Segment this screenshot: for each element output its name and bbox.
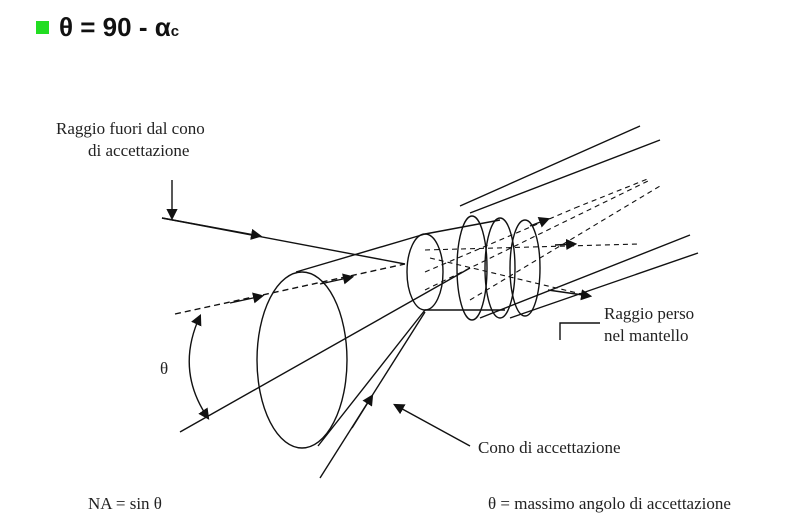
label-lost-line2: nel mantello bbox=[604, 326, 689, 345]
theta-angle-arc bbox=[188, 313, 210, 420]
cone-lower-edge bbox=[317, 309, 426, 447]
cladding-ring-outer bbox=[456, 215, 488, 321]
lost-label-pointer bbox=[559, 322, 600, 340]
label-ray-outside: Raggio fuori dal cono di accettazione bbox=[56, 118, 205, 162]
internal-ray-3 bbox=[424, 243, 641, 251]
label-lost-ray: Raggio perso nel mantello bbox=[604, 303, 694, 347]
cladding-ring-inner bbox=[509, 219, 541, 317]
bullet-icon bbox=[36, 21, 49, 34]
internal-ray-4 bbox=[424, 179, 651, 291]
accepted-ray-upper bbox=[174, 263, 406, 315]
internal-ray-2 bbox=[574, 177, 651, 209]
fiber-top-line bbox=[459, 125, 641, 207]
label-ray-outside-line1: Raggio fuori dal cono bbox=[56, 119, 205, 138]
acceptance-cone-base bbox=[256, 271, 348, 449]
cladding-ring-mid bbox=[484, 217, 516, 319]
internal-arrow-2 bbox=[554, 238, 578, 251]
core-top-line bbox=[424, 219, 501, 235]
label-theta: θ bbox=[160, 359, 169, 378]
fiber-axis bbox=[179, 267, 471, 433]
lost-ray-arrow bbox=[547, 289, 593, 301]
label-ray-outside-line2: di accettazione bbox=[88, 141, 190, 160]
cone-label-pointer bbox=[393, 403, 471, 447]
fiber-bottom-inner-line bbox=[509, 252, 699, 319]
accepted-ray-upper-arrow2 bbox=[319, 273, 355, 285]
internal-arrow-1 bbox=[529, 217, 551, 228]
accepted-ray-upper-arrow bbox=[229, 292, 265, 304]
formula-subscript: c bbox=[170, 23, 180, 40]
fiber-top-inner-line bbox=[469, 139, 661, 214]
ray-outside-arrow bbox=[161, 217, 263, 240]
internal-ray-5 bbox=[469, 185, 661, 301]
accepted-ray-lower-arrow bbox=[351, 394, 374, 429]
accepted-ray-lower bbox=[319, 311, 426, 479]
label-lost-line1: Raggio perso bbox=[604, 304, 695, 323]
lost-ray bbox=[429, 257, 591, 297]
formula-main: θ = 90 - α bbox=[59, 12, 171, 42]
label-acceptance-cone: Cono di accettazione bbox=[478, 438, 621, 457]
na-formula: NA = sin θ bbox=[88, 494, 162, 513]
cone-upper-edge bbox=[295, 233, 426, 273]
theta-definition: θ = massimo angolo di accettazione bbox=[488, 494, 731, 513]
